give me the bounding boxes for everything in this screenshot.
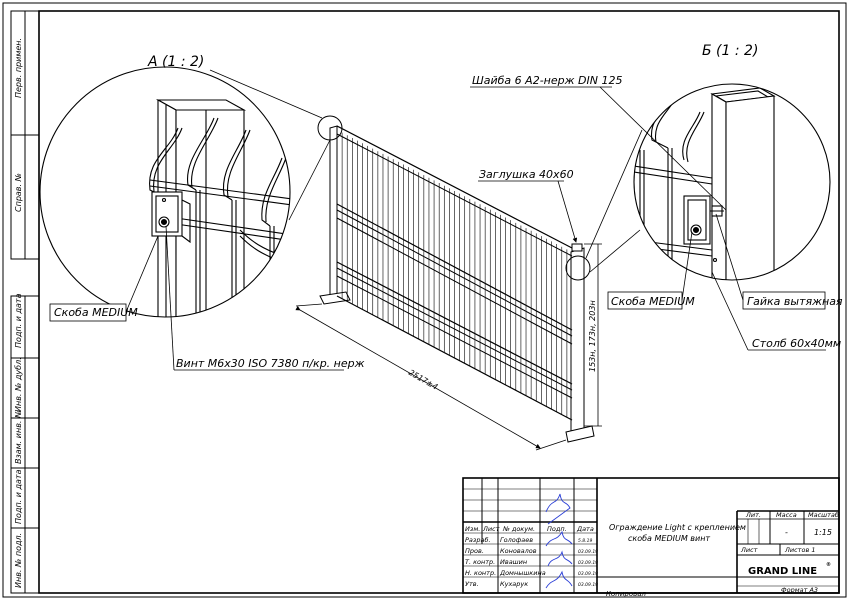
svg-text:Скоба MEDIUM: Скоба MEDIUM [611, 295, 695, 308]
tb-row-date-4: 03.09.19 [578, 582, 598, 588]
detail-view-b: Б (1 : 2) [633, 43, 831, 281]
title-block [462, 477, 840, 594]
tb-drawing-title-2: скоба MEDIUM винт [628, 534, 710, 543]
tb-row-date-1: 03.09.19 [578, 549, 598, 555]
callout-screw: Винт М6х30 ISO 7380 п/кр. нерж [165, 225, 365, 371]
stamp-sign-date-2: Подп. и дата [14, 469, 23, 524]
callout-cap: Заглушка 40х60 [478, 168, 578, 243]
stamp-replace-inv: Взам. инв. № [14, 410, 23, 464]
fence-right-post [570, 247, 585, 437]
callout-washer: Шайба 6 А2-нерж DIN 125 [470, 74, 727, 211]
tb-header-doc: № докум. [502, 525, 535, 533]
tb-header-izm: Изм. [465, 525, 480, 533]
callout-nut: Гайка вытяжная [715, 213, 843, 310]
tb-row-role-4: Утв. [465, 580, 479, 588]
tb-scale-value: 1:15 [814, 528, 832, 537]
tb-mass-label: Масса [776, 511, 797, 519]
dimension-length [295, 303, 567, 451]
tb-sheets-label: Листов 1 [784, 546, 815, 554]
grand-line-logo-mark: ® [826, 562, 831, 568]
callout-post: Столб 60х40мм [711, 271, 841, 351]
tb-row-name-3: Домнышкина [499, 569, 546, 577]
tb-scale-label: Масштаб [808, 511, 839, 519]
callout-bracket-right: Скоба MEDIUM [607, 231, 695, 310]
stamp-reference-no: Справ. № [14, 173, 23, 212]
tb-row-role-0: Разраб. [465, 536, 491, 544]
callout-bracket-left: Скоба MEDIUM [49, 235, 159, 322]
callout-circle-b [565, 255, 591, 281]
stamp-orig-inv: Инв. № подл. [14, 533, 23, 588]
detail-view-a: А (1 : 2) [39, 54, 291, 318]
tb-drawing-title-1: Ограждение Light с креплением [609, 523, 746, 532]
tb-row-role-1: Пров. [465, 547, 484, 555]
tb-header-sign: Подп. [547, 525, 567, 533]
side-stamp-labels: Перв. примен. Справ. № Подп. и дата Инв.… [14, 38, 23, 588]
tb-row-date-3: 03.09.19 [578, 571, 598, 577]
stamp-sign-date-1: Подп. и дата [14, 293, 23, 348]
dimension-height [584, 243, 602, 427]
dimension-height-label: 153н, 173н, 203н [588, 300, 597, 372]
tb-row-name-0: Голофаев [500, 536, 533, 544]
stamp-first-use: Перв. примен. [14, 38, 23, 98]
tb-format-label: Формат А3 [781, 586, 818, 594]
tb-row-date-2: 03.09.19 [578, 560, 598, 566]
view-a-title: А (1 : 2) [147, 54, 204, 70]
tb-row-role-2: Т. контр. [465, 558, 495, 566]
signature-marks [545, 493, 573, 589]
tb-row-name-1: Коновалов [500, 547, 537, 555]
side-stamp-column [10, 10, 40, 594]
tb-lit-label: Лит. [745, 511, 761, 519]
tb-row-date-0: 5.8.19 [578, 538, 592, 544]
dimension-length-label: 2517±4 [407, 368, 439, 392]
view-b-circle [633, 83, 831, 281]
svg-text:Винт М6х30 ISO 7380 п/кр. нерж: Винт М6х30 ISO 7380 п/кр. нерж [176, 357, 365, 370]
tb-header-list: Лист [482, 525, 500, 533]
stamp-dup-inv: Инв. № дубл. [14, 357, 23, 412]
tb-copied-label: Копировал [606, 590, 647, 598]
view-a-circle [39, 66, 291, 318]
tb-row-name-2: Ивашин [500, 558, 527, 566]
tb-header-date: Дата [576, 525, 594, 533]
svg-text:Скоба MEDIUM: Скоба MEDIUM [54, 306, 138, 319]
svg-text:Гайка вытяжная: Гайка вытяжная [747, 295, 843, 308]
fence-left-post [329, 125, 338, 303]
tb-mass-value: - [785, 528, 788, 537]
svg-text:Заглушка 40х60: Заглушка 40х60 [479, 168, 574, 181]
tb-row-role-3: Н. контр. [465, 569, 496, 577]
svg-text:Шайба 6 А2-нерж DIN 125: Шайба 6 А2-нерж DIN 125 [472, 74, 622, 87]
grand-line-logo: GRAND LINE [748, 566, 817, 577]
view-b-title: Б (1 : 2) [702, 43, 758, 59]
fence-post-cap [571, 243, 583, 252]
svg-text:Столб 60х40мм: Столб 60х40мм [752, 337, 841, 350]
tb-sheet-label: Лист [740, 546, 758, 554]
tb-row-name-4: Кухарук [500, 580, 528, 588]
